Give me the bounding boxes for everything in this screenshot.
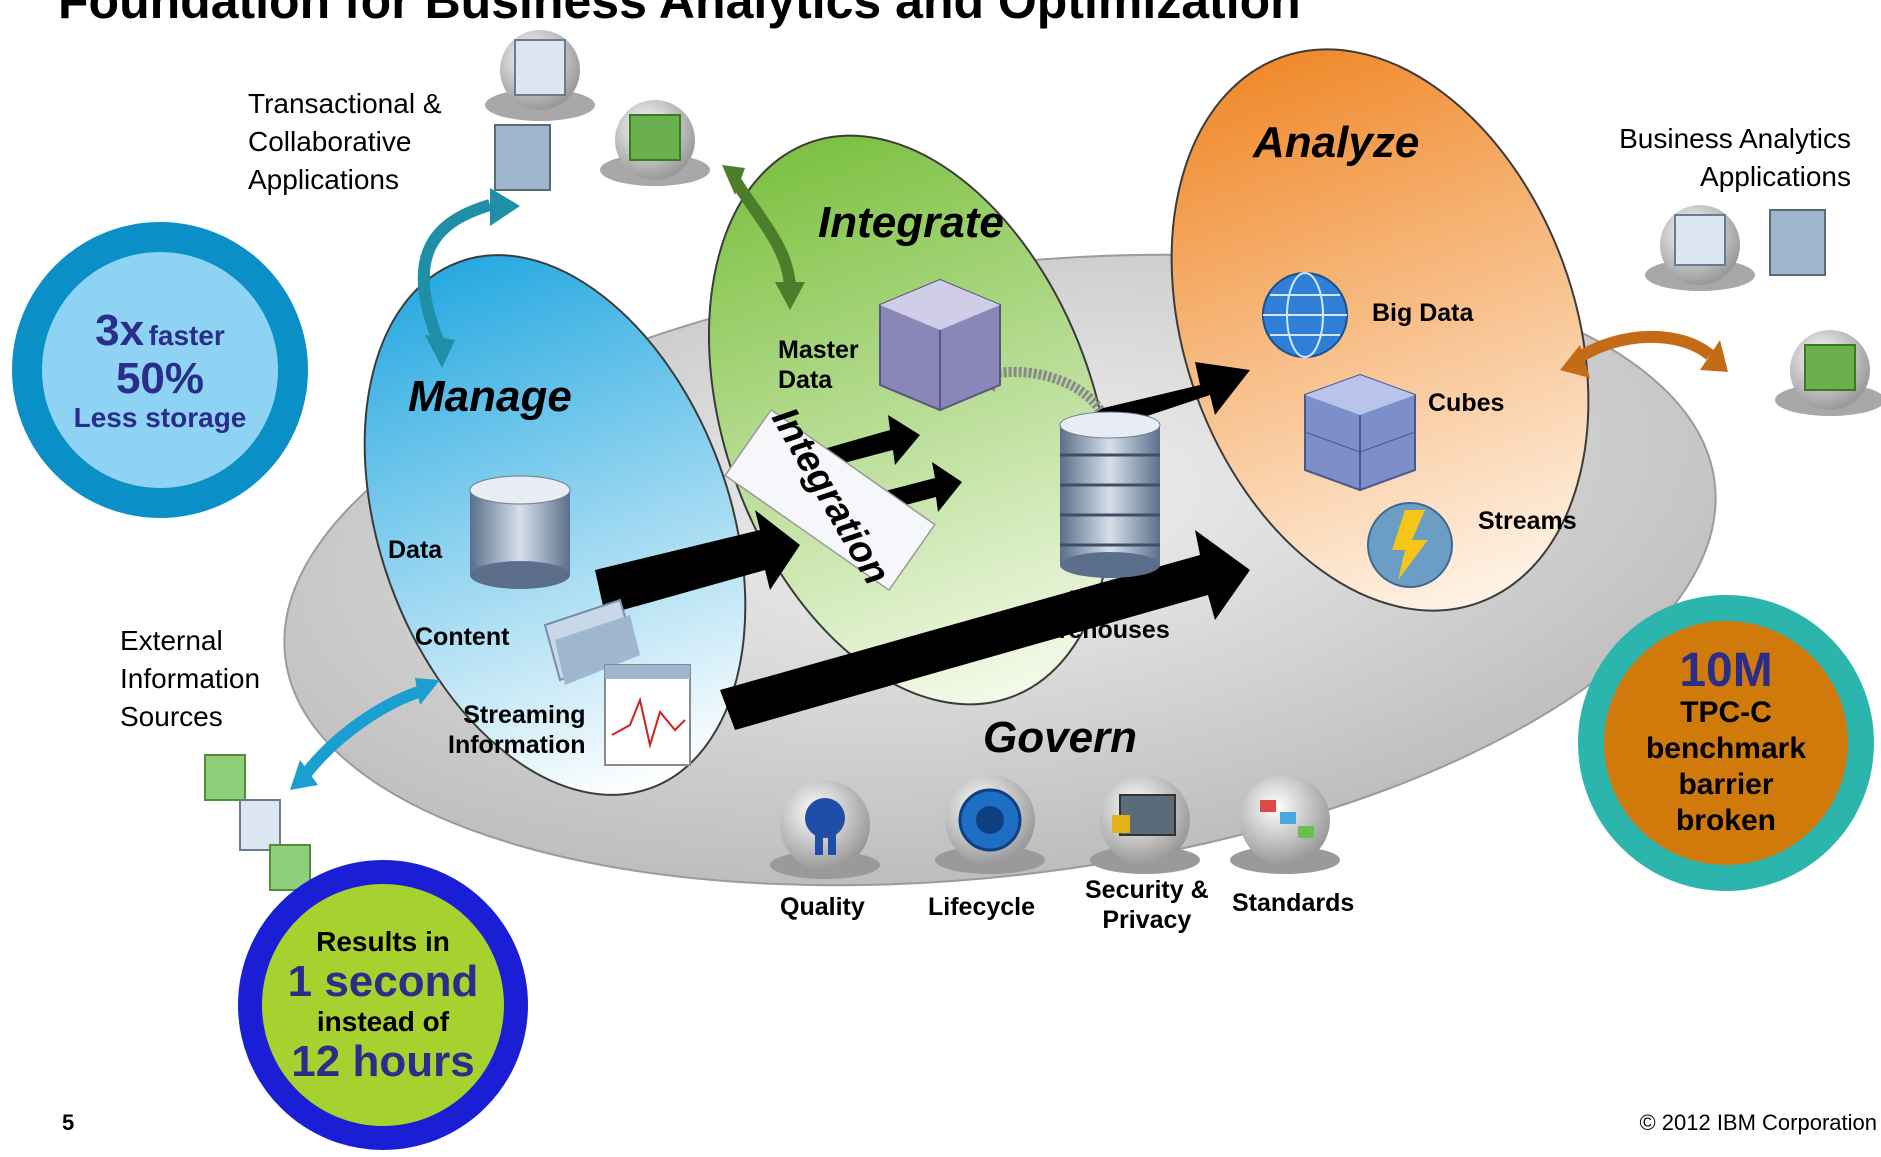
integrate-title: Integrate (818, 198, 1004, 247)
faster-badge-note: Less storage (73, 402, 247, 433)
copyright: © 2012 IBM Corporation (1639, 1110, 1877, 1135)
data-warehouses-label: Data Warehouses (1022, 586, 1170, 644)
results-badge-big1: 1 second (287, 957, 479, 1006)
tpcc-badge: 10M TPC-C benchmark barrier broken (1578, 595, 1874, 891)
tpcc-badge-big: 10M (1679, 644, 1773, 697)
analyze-title: Analyze (1253, 118, 1420, 167)
big-data-globe-icon (1262, 272, 1348, 358)
external-sources-label: External Information Sources (120, 625, 261, 732)
external-sources-icon (204, 754, 311, 891)
govern-item-security: Security & Privacy (1085, 876, 1209, 934)
transactional-apps-label: Transactional & Collaborative Applicatio… (248, 88, 442, 195)
master-data-label: Master Data (778, 336, 859, 394)
arrow-apps-integrate (729, 176, 796, 291)
lifecycle-icon (935, 775, 1045, 874)
analyze-item-cubes: Cubes (1428, 389, 1505, 417)
results-badge-big2: 12 hours (291, 1037, 475, 1086)
manage-title: Manage (408, 372, 572, 421)
security-privacy-icon (1090, 775, 1200, 874)
page-title: Foundation for Business Analytics and Op… (58, 0, 1301, 29)
transactional-app-icons (485, 30, 710, 191)
faster-badge-pct: 50% (115, 354, 205, 403)
master-data-cube-icon (879, 278, 1001, 412)
cubes-icon (1304, 373, 1416, 492)
govern-title: Govern (983, 713, 1138, 762)
analyze-item-big-data: Big Data (1372, 299, 1474, 327)
arrow-external-manage (300, 684, 427, 779)
manage-item-data: Data (388, 536, 443, 564)
flow-arrow-integration-1 (820, 415, 920, 468)
flow-arrow-bottom (720, 530, 1250, 730)
govern-item-standards: Standards (1232, 889, 1355, 917)
results-badge: Results in 1 second instead of 12 hours (238, 860, 528, 1150)
arrow-analyze-bizapps (1571, 330, 1714, 366)
faster-badge-big: 3x (95, 306, 145, 355)
manage-item-content: Content (415, 623, 510, 651)
arrow-transactional-manage (417, 199, 492, 348)
integration-card (724, 408, 936, 592)
govern-item-quality: Quality (780, 893, 865, 921)
flow-arrow-data-to-integration (595, 510, 800, 615)
data-warehouse-stack-icon (1059, 411, 1161, 578)
quality-ribbon-icon (770, 780, 880, 879)
data-cylinder-icon (469, 475, 571, 589)
content-folder-icon (543, 598, 640, 685)
page-number: 5 (62, 1110, 75, 1135)
manage-item-streaming: Streaming Information (448, 701, 586, 759)
streams-icon (1367, 502, 1453, 588)
business-analytics-app-icons (1645, 205, 1881, 416)
faster-badge: 3x faster 50% Less storage (12, 222, 308, 518)
flow-arrow-warehouse-to-analyze (1095, 362, 1250, 430)
analyze-item-streams: Streams (1478, 507, 1577, 535)
streaming-chart-icon (604, 664, 691, 766)
govern-item-lifecycle: Lifecycle (928, 893, 1036, 921)
faster-badge-small: faster (148, 320, 225, 351)
business-analytics-apps-label: Business Analytics Applications (1619, 123, 1851, 192)
standards-icon (1230, 775, 1340, 874)
